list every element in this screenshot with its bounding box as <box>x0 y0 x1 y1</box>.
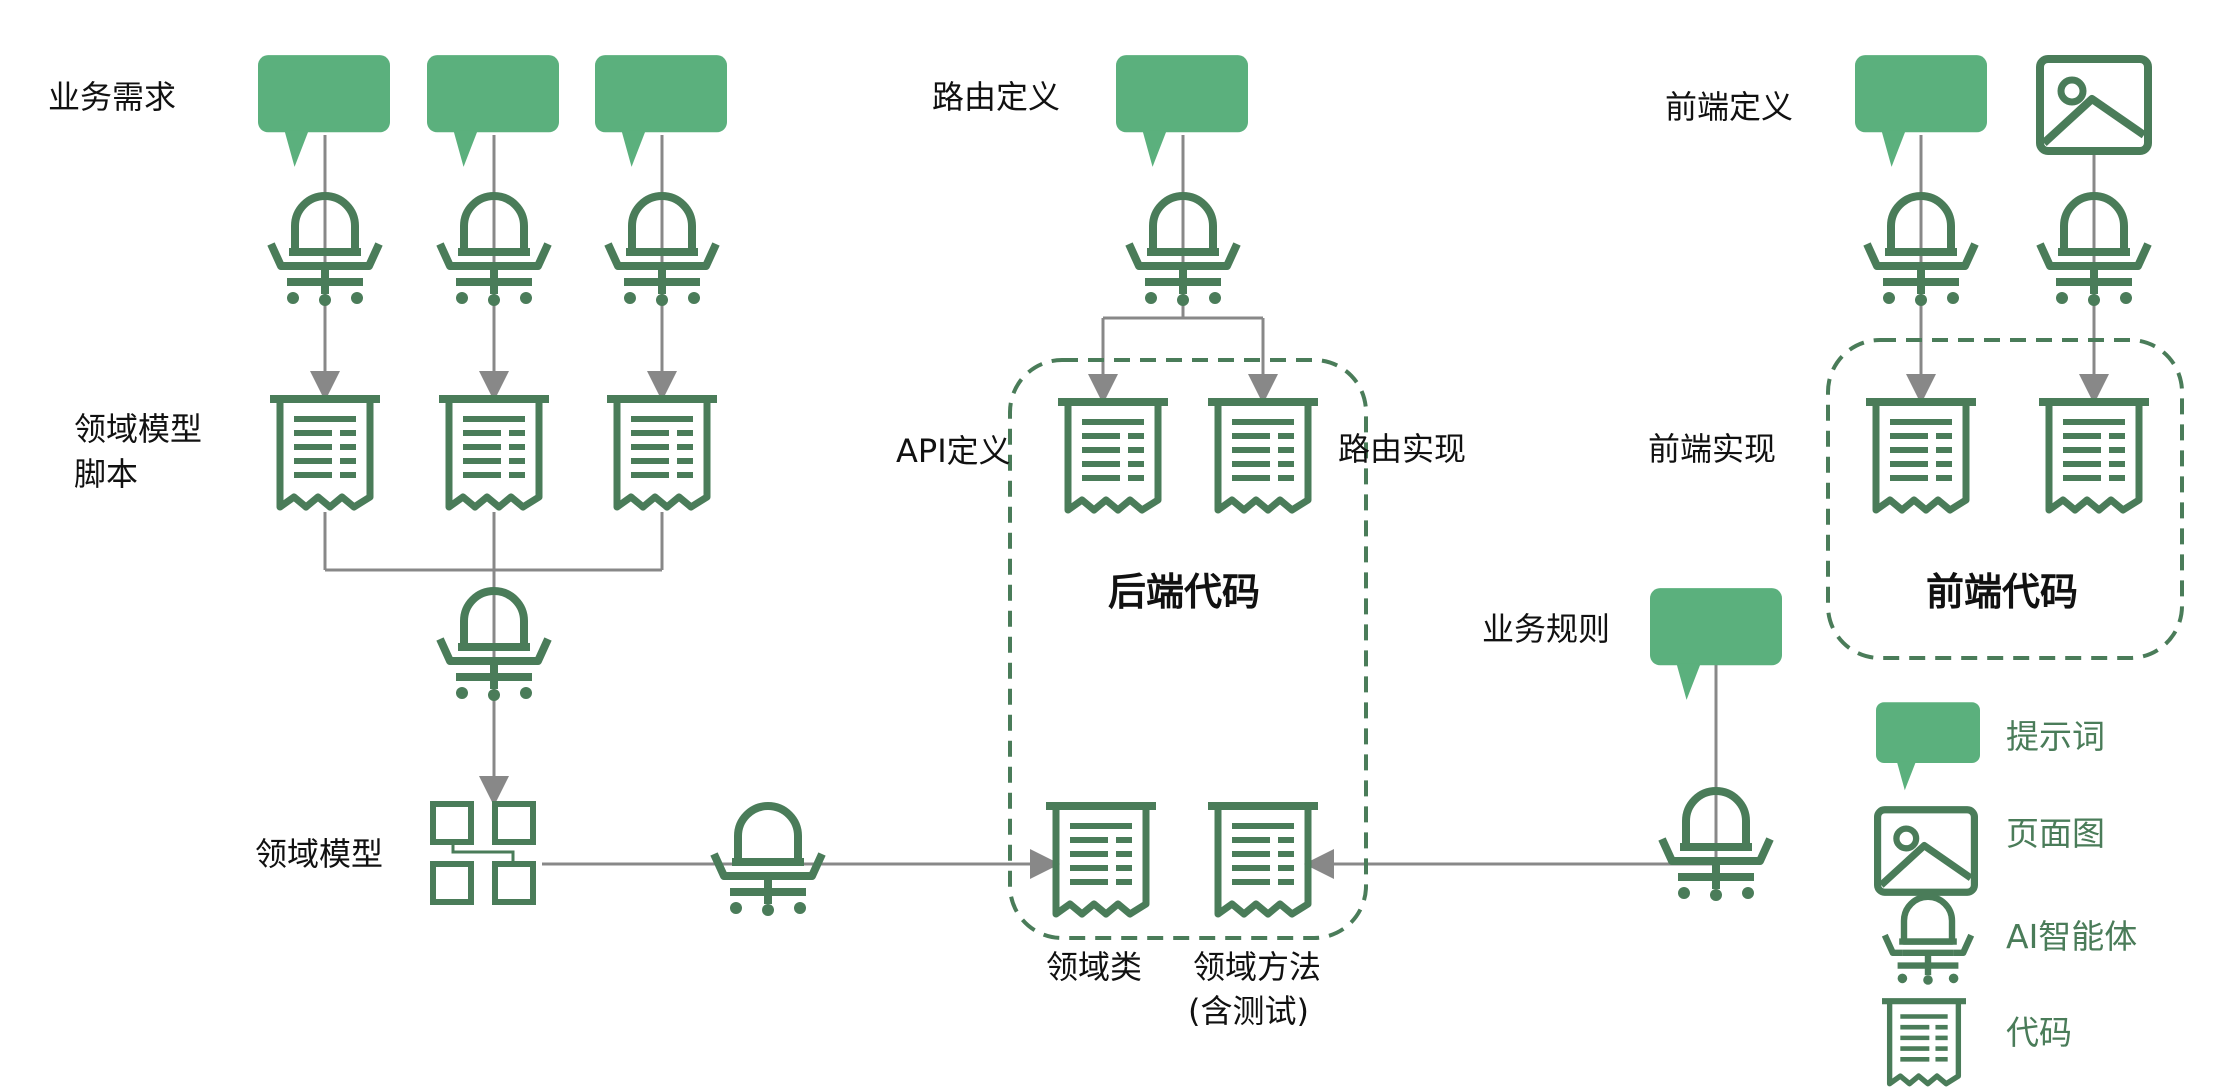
domain-model-label: 领域模型 <box>255 835 383 873</box>
page-image-icon <box>2040 59 2148 151</box>
legend-code-label: 代码 <box>2006 1013 2072 1052</box>
domain-method-label-line1: 领域方法 <box>1193 948 1321 986</box>
domain-class-label: 领域类 <box>1046 948 1142 986</box>
legend-page-image-label: 页面图 <box>2006 814 2105 853</box>
domain-model-script-label-line1: 领域模型 <box>74 410 202 448</box>
code-icon <box>1208 402 1318 510</box>
code-icon <box>2039 402 2149 510</box>
code-icon <box>1058 402 1168 510</box>
code-icon <box>1046 806 1156 914</box>
prompt-icon <box>1876 702 1980 791</box>
legend: 提示词 页面图 AI智能体 代码 <box>1876 702 2137 1084</box>
legend-prompt-label: 提示词 <box>2006 717 2105 756</box>
code-icon <box>439 399 549 507</box>
code-icon <box>1866 402 1976 510</box>
business-requirements-label: 业务需求 <box>48 78 176 116</box>
ai-agent-icon <box>1885 897 1971 985</box>
frontend-code-title: 前端代码 <box>1926 570 2078 614</box>
api-definition-label: API定义 <box>896 432 1011 470</box>
code-icon <box>270 399 380 507</box>
legend-ai-agent-label: AI智能体 <box>2006 917 2137 956</box>
domain-model-script-label-line2: 脚本 <box>74 455 138 493</box>
ai-agent-icon <box>714 806 822 916</box>
backend-code-group <box>1008 358 1368 940</box>
route-implementation-label: 路由实现 <box>1338 430 1466 468</box>
frontend-implementation-label: 前端实现 <box>1648 430 1776 468</box>
code-icon <box>1208 806 1318 914</box>
domain-method-label-line2: (含测试) <box>1188 992 1309 1030</box>
backend-code-title: 后端代码 <box>1108 570 1260 614</box>
code-icon <box>1882 1001 1966 1083</box>
frontend-definition-label: 前端定义 <box>1665 88 1793 126</box>
business-rules-label: 业务规则 <box>1482 610 1610 648</box>
route-definition-label: 路由定义 <box>932 78 1060 116</box>
code-icon <box>607 399 717 507</box>
domain-model-icon <box>433 804 533 902</box>
page-image-icon <box>1878 810 1975 892</box>
